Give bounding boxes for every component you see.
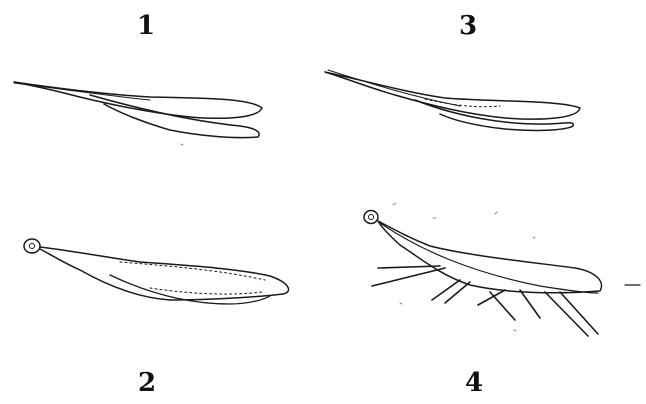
- panel-3-drawing: [325, 70, 580, 130]
- panel-3-lower-blade: [415, 100, 573, 130]
- panel-label-2: 2: [132, 370, 162, 396]
- panel-1-lower-blade: [90, 95, 259, 138]
- panel-label-1: 1: [131, 13, 161, 39]
- panel-2-dotted-vein-lower: [150, 288, 262, 294]
- panel-2-drawing: [24, 239, 289, 304]
- panel-2-upper-blade: [40, 247, 289, 300]
- panel-4-drawing: [364, 211, 640, 337]
- panel-2-bulb: [24, 239, 40, 253]
- panel-4-branches: [372, 266, 598, 336]
- panel-4-midrib: [380, 223, 598, 293]
- panel-4-upper-blade: [378, 221, 602, 293]
- panel-1-drawing: [14, 82, 262, 138]
- panel-4-bulb: [364, 211, 378, 224]
- panel-label-3: 3: [453, 13, 483, 39]
- panel-label-4: 4: [459, 370, 489, 396]
